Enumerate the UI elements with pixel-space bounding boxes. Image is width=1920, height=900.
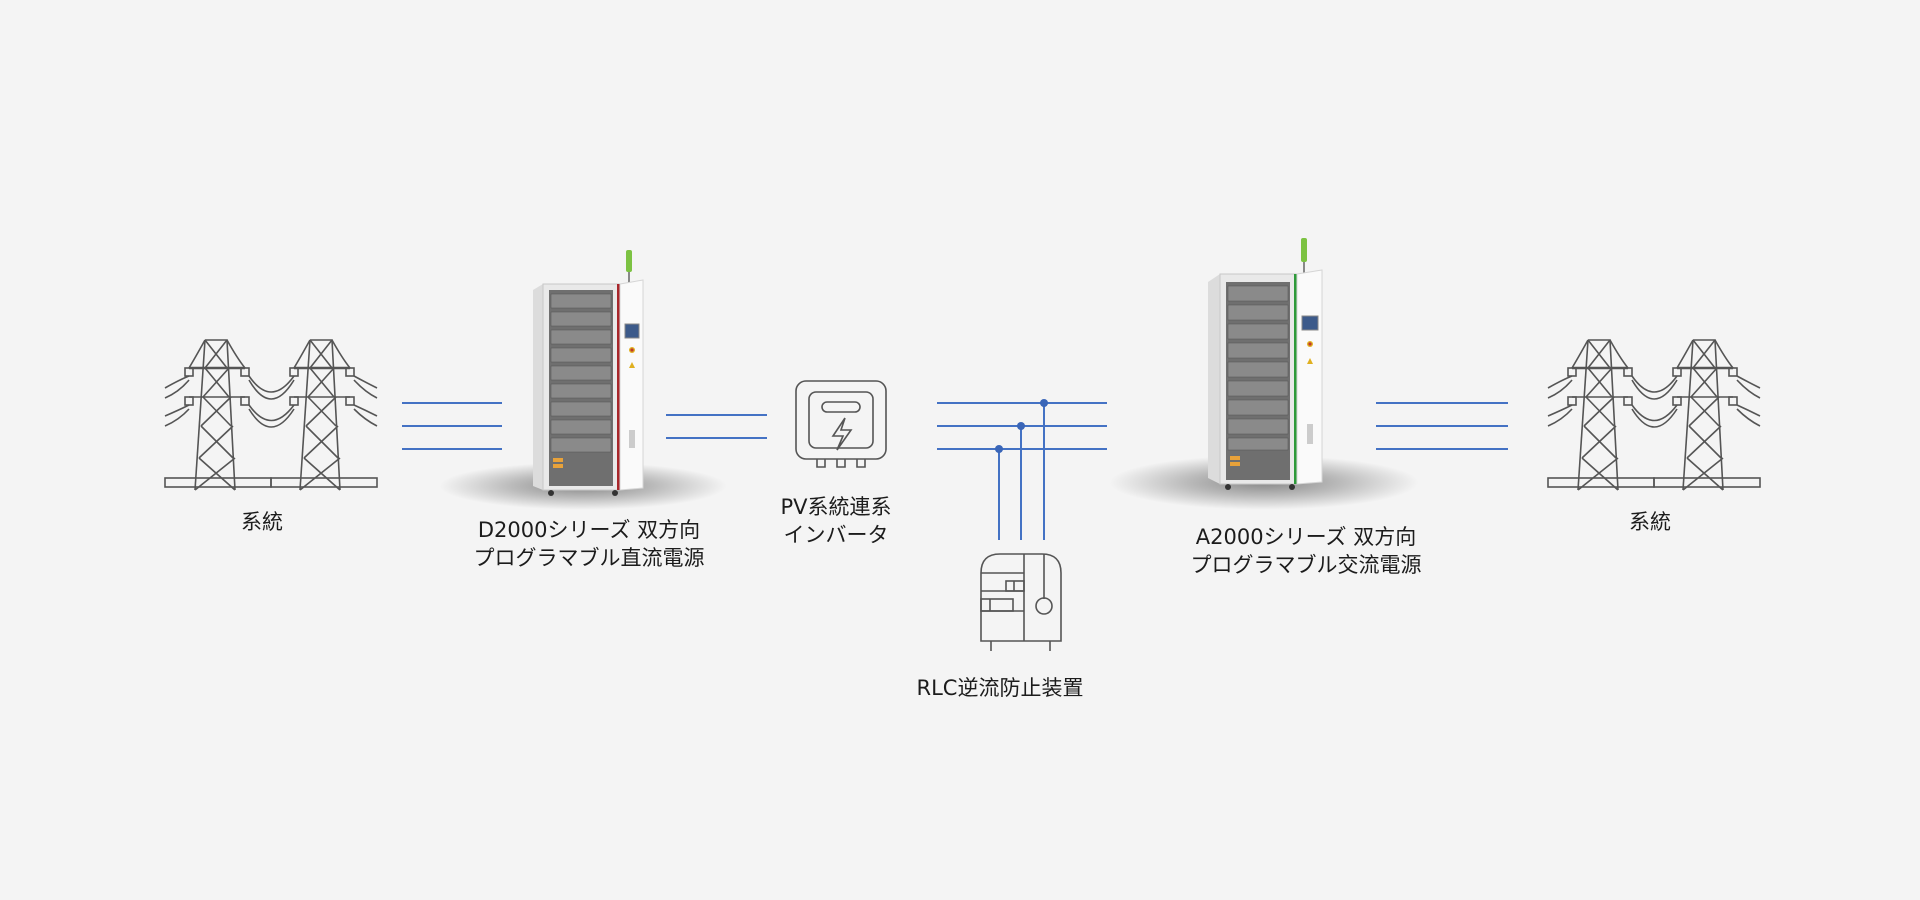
dc-power-cabinet-icon[interactable]	[533, 250, 645, 496]
tap-node-1	[1040, 399, 1048, 407]
pv-inverter-label: PV系統連系 インバータ	[780, 493, 891, 549]
tower-left-b	[289, 339, 355, 491]
tower-left-a	[184, 339, 250, 491]
rlc-device-icon[interactable]	[980, 553, 1062, 651]
ac-supply-label-line2: プログラマブル交流電源	[1190, 553, 1422, 577]
grid-left-label: 系統	[241, 510, 283, 534]
pv-inverter-label-line2: インバータ	[783, 523, 889, 547]
tap-node-2	[1017, 422, 1025, 430]
pv-inverter-label-line1: PV系統連系	[780, 495, 892, 519]
grid-right-label: 系統	[1629, 510, 1671, 534]
inverter-lightning-icon[interactable]	[795, 380, 887, 472]
rlc-label: RLC逆流防止装置	[916, 676, 1084, 700]
wires-grid-to-dc	[402, 402, 502, 450]
ac-power-cabinet-icon[interactable]	[1208, 238, 1324, 490]
power-tower-icon-right	[1547, 339, 1761, 491]
wires-inverter-to-ac	[937, 399, 1107, 540]
signal-lamp	[626, 250, 632, 272]
dc-supply-label: D2000シリーズ 双方向 プログラマブル直流電源	[474, 516, 705, 572]
wires-dc-to-inverter	[666, 414, 767, 439]
tap-node-3	[995, 445, 1003, 453]
signal-lamp	[1301, 238, 1307, 262]
tower-base	[164, 477, 378, 488]
dc-supply-label-line2: プログラマブル直流電源	[473, 546, 705, 570]
tower-cables	[164, 375, 378, 428]
ac-supply-label: A2000シリーズ 双方向 プログラマブル交流電源	[1191, 523, 1422, 579]
ac-supply-label-line1: A2000シリーズ 双方向	[1195, 525, 1417, 549]
wires-ac-to-grid	[1376, 402, 1508, 450]
dc-supply-label-line1: D2000シリーズ 双方向	[477, 518, 701, 542]
power-tower-icon-left	[164, 339, 378, 491]
